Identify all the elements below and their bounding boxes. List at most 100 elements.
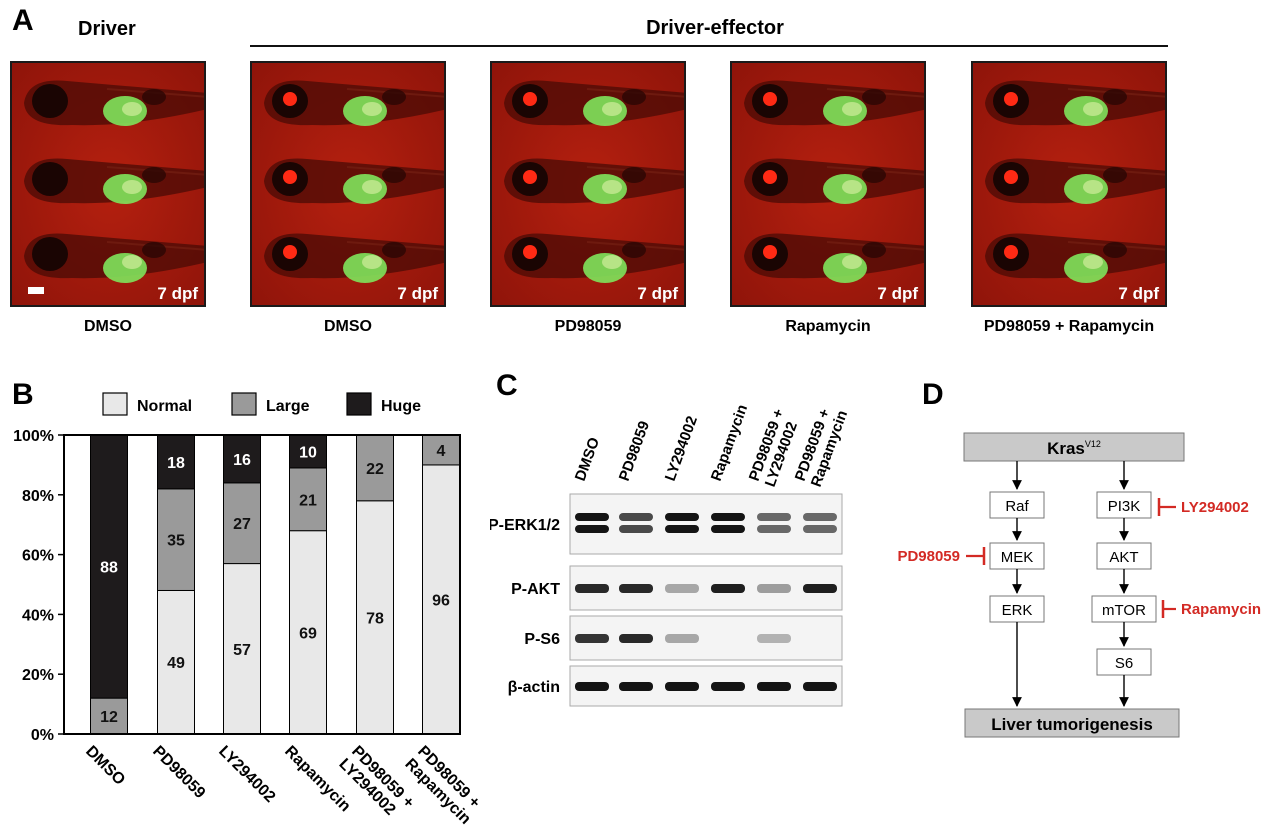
- blot-band: [757, 513, 791, 521]
- blot-strip: [569, 565, 843, 611]
- erk-label: ERK: [1002, 602, 1033, 619]
- bar-segment-large: [157, 488, 195, 591]
- bar-value-label: 10: [299, 444, 317, 461]
- larvae-image-4: 7 dpf: [730, 61, 926, 307]
- bar-value-label: 49: [167, 655, 185, 672]
- lane-label: PD98059: [616, 419, 653, 484]
- pi3k-node: [1096, 491, 1152, 519]
- larva: [744, 80, 924, 126]
- larvae-image-2: 7 dpf: [250, 61, 446, 307]
- blot-band: [619, 513, 653, 521]
- y-tick-label: 40%: [22, 607, 54, 624]
- larvae-image-1: 7 dpf: [10, 61, 206, 307]
- bar-segment-large: [422, 434, 460, 466]
- stage-label: 7 dpf: [397, 284, 438, 303]
- blot-band: [711, 682, 745, 691]
- lane-label: LY294002: [662, 414, 701, 484]
- larva: [985, 233, 1165, 283]
- blot-strip: [569, 493, 843, 555]
- blot-band: [665, 525, 699, 533]
- lane-label: DMSO: [572, 435, 603, 483]
- y-tick-label: 60%: [22, 548, 54, 565]
- blot-band: [575, 513, 609, 521]
- driver-effector-line: [250, 45, 1168, 47]
- kras-label: Kras: [1047, 439, 1085, 458]
- blot-band: [803, 682, 837, 691]
- bar-value-label: 4: [437, 443, 446, 460]
- blot-band: [757, 634, 791, 643]
- bar-value-label: 69: [299, 625, 317, 642]
- stage-label: 7 dpf: [637, 284, 678, 303]
- larvae-image-5: 7 dpf: [971, 61, 1167, 307]
- blot-band: [803, 584, 837, 593]
- x-category-label: Rapamycin: [281, 743, 353, 815]
- bar-segment-large: [90, 697, 128, 735]
- bar-value-label: 96: [432, 592, 450, 609]
- larva: [744, 158, 924, 204]
- erk-node: [989, 595, 1045, 623]
- larva: [24, 158, 204, 204]
- x-category-label: PD98059 +Rapamycin: [401, 743, 480, 828]
- bar-value-label: 35: [167, 533, 185, 550]
- blot-band: [665, 634, 699, 643]
- blot-strip: [569, 615, 843, 661]
- stage-label: 7 dpf: [877, 284, 918, 303]
- bar-segment-huge: [90, 434, 128, 699]
- x-category-label: PD98059: [149, 743, 208, 802]
- larva: [264, 80, 444, 126]
- bar-segment-huge: [223, 434, 261, 484]
- driver-heading: Driver: [78, 18, 136, 40]
- blot-band: [575, 682, 609, 691]
- y-tick-label: 100%: [13, 428, 54, 445]
- bar-value-label: 57: [233, 642, 251, 659]
- blot-band: [711, 584, 745, 593]
- svg-text:KrasV12: KrasV12: [1047, 439, 1101, 458]
- pi3k-label: PI3K: [1108, 498, 1141, 515]
- legend-label-huge: Huge: [381, 398, 421, 415]
- blot-label: P-ERK1/2: [490, 517, 560, 534]
- blot-band: [619, 634, 653, 643]
- larva: [744, 233, 924, 283]
- treatment-label-2: DMSO: [324, 318, 372, 335]
- mtor-node: [1091, 595, 1157, 623]
- blot-band: [757, 525, 791, 533]
- bar-segment-huge: [157, 434, 195, 490]
- treatment-label-4: Rapamycin: [785, 318, 871, 335]
- bar-segment-large: [289, 467, 327, 532]
- larva: [264, 158, 444, 204]
- legend-label-large: Large: [266, 398, 310, 415]
- blot-band: [665, 584, 699, 593]
- lane-label: PD98059 +Rapamycin: [792, 402, 851, 489]
- blot-band: [757, 584, 791, 593]
- panel-c-letter: C: [496, 369, 518, 402]
- x-category-label: PD98059 +LY294002: [335, 743, 417, 825]
- pd98059-inhibitor: PD98059: [897, 547, 986, 565]
- akt-node: [1096, 542, 1152, 570]
- larva: [264, 233, 444, 283]
- stage-label: 7 dpf: [157, 284, 198, 303]
- bar-value-label: 12: [100, 709, 118, 726]
- blot-label: P-S6: [524, 631, 560, 648]
- blot-band: [665, 513, 699, 521]
- bar-value-label: 27: [233, 516, 251, 533]
- bar-value-label: 16: [233, 452, 251, 469]
- rapamycin-inhibitor: Rapamycin: [1161, 600, 1261, 618]
- mtor-label: mTOR: [1102, 602, 1146, 619]
- legend-label-normal: Normal: [137, 398, 192, 415]
- legend-swatch-huge: [346, 392, 372, 416]
- bar-value-label: 22: [366, 461, 384, 478]
- larva: [504, 80, 684, 126]
- kras-superscript: V12: [1085, 439, 1101, 449]
- x-category-label: DMSO: [82, 743, 128, 789]
- larva: [504, 233, 684, 283]
- blot-band: [575, 584, 609, 593]
- bar-segment-normal: [422, 464, 460, 735]
- blot-label: P-AKT: [511, 581, 560, 598]
- signaling-pathway-diagram: KrasV12 Raf MEK ERK PI3K AKT mTOR S6 Liv…: [897, 432, 1261, 738]
- rapamycin-label: Rapamycin: [1181, 601, 1261, 618]
- blot-label: β-actin: [508, 679, 560, 696]
- y-tick-label: 20%: [22, 667, 54, 684]
- blot-band: [711, 525, 745, 533]
- raf-label: Raf: [1005, 498, 1029, 515]
